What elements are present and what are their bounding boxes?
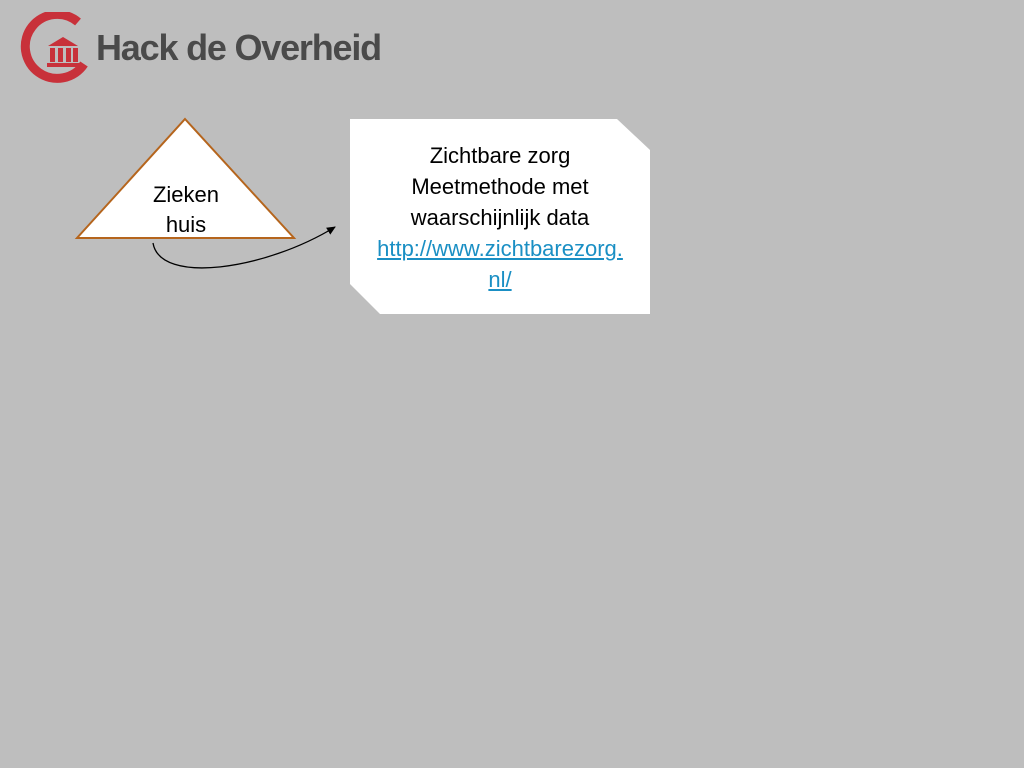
note-title: Zichtbare zorg xyxy=(429,143,571,168)
logo-text: Hack de Overheid xyxy=(96,27,382,68)
connector-arrow xyxy=(152,226,336,269)
zichtbarezorg-link[interactable]: http://www.zichtbarezorg.nl/ xyxy=(377,236,623,292)
hospital-triangle xyxy=(74,117,297,239)
note-content: Zichtbare zorg Meetmethode met waarschij… xyxy=(360,140,640,295)
note-method: Meetmethode met xyxy=(411,174,589,199)
hospital-label-line2: huis xyxy=(165,212,207,237)
logo: Hack de Overheid xyxy=(20,12,420,84)
note-box xyxy=(350,119,650,314)
hospital-label: Zieken huis xyxy=(126,180,246,240)
hospital-label-line1: Zieken xyxy=(152,182,220,207)
government-building-icon xyxy=(20,12,88,83)
note-data: waarschijnlijk data xyxy=(410,205,590,230)
